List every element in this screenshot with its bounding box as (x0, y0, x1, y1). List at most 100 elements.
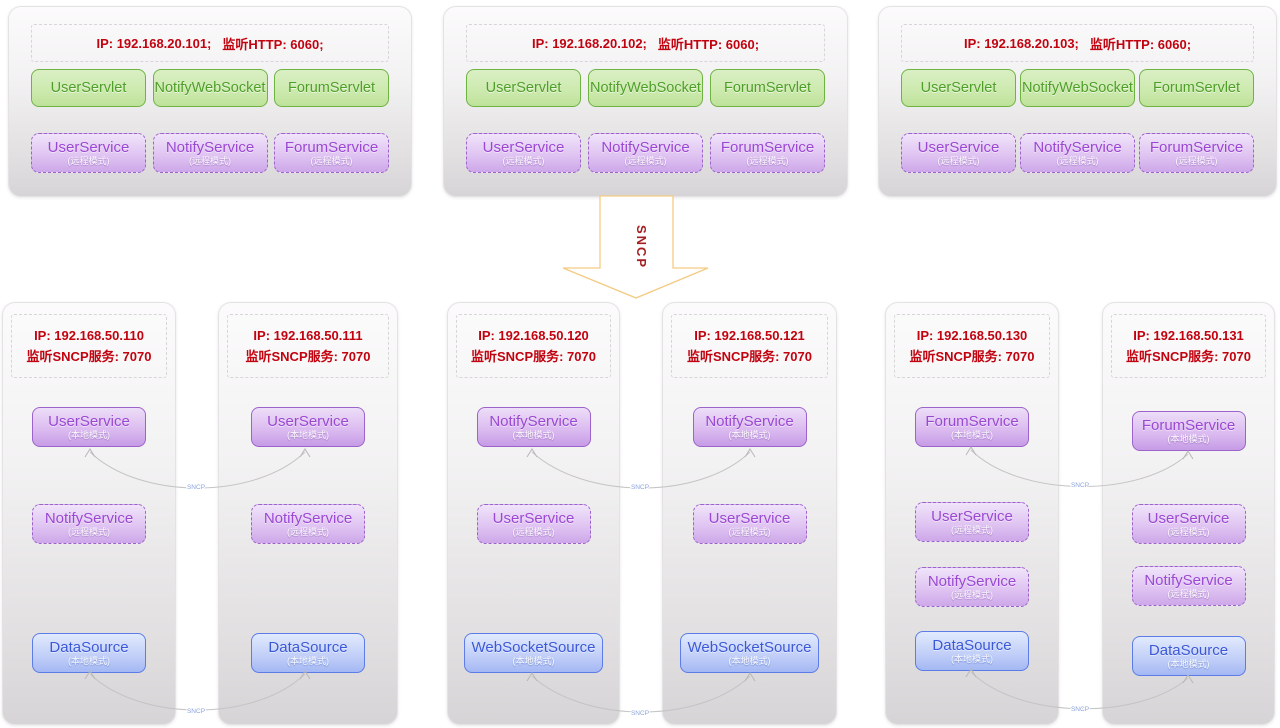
servlet-label: NotifyWebSocket (154, 80, 266, 96)
service-mode: (本地模式) (1167, 434, 1210, 444)
servlet-label: UserServlet (50, 80, 127, 96)
service-name: NotifyService (705, 413, 794, 430)
service-mode: (本地模式) (1167, 659, 1210, 669)
top-server-102: IP: 192.168.20.102; 监听HTTP: 6060; UserSe… (443, 6, 848, 197)
service-mode: (本地模式) (68, 656, 110, 666)
service-name: DataSource (1148, 642, 1229, 659)
service-box: NotifyService (远程模式) (915, 567, 1029, 607)
connection-label: SNCP (1071, 706, 1089, 713)
service-row: UserService (远程模式) NotifyService (远程模式) … (31, 133, 389, 173)
service-row: UserService (远程模式) NotifyService (远程模式) … (466, 133, 825, 173)
service-box: DataSource (本地模式) (32, 633, 146, 673)
service-name: UserService (931, 508, 1013, 525)
servlet-label: ForumServlet (723, 80, 812, 96)
ip-text: IP: 192.168.50.120 (478, 328, 589, 343)
service-name: NotifyService (44, 510, 134, 527)
service-box: UserService (远程模式) (1131, 504, 1246, 544)
servlet-box: NotifyWebSocket (1020, 69, 1135, 107)
service-name: UserService (48, 413, 130, 430)
service-box: NotifyService (远程模式) (32, 504, 146, 544)
listen-text: 监听SNCP服务: 7070 (245, 349, 371, 364)
service-box: NotifyService (远程模式) (152, 133, 268, 173)
bottom-server-130: IP: 192.168.50.130 监听SNCP服务: 7070 ForumS… (885, 302, 1059, 725)
service-name: ForumService (284, 139, 379, 156)
service-box: UserService (远程模式) (31, 133, 146, 173)
connection-label: SNCP (631, 710, 649, 717)
service-box: WebSocketSource (本地模式) (679, 633, 820, 673)
service-box: WebSocketSource (本地模式) (463, 633, 604, 673)
ip-header: IP: 192.168.20.101; 监听HTTP: 6060; (31, 24, 389, 62)
ip-text: IP: 192.168.50.111 (253, 328, 363, 343)
bottom-server-131: IP: 192.168.50.131 监听SNCP服务: 7070 ForumS… (1102, 302, 1275, 725)
service-box: UserService (远程模式) (476, 504, 591, 544)
service-mode: (远程模式) (512, 527, 555, 537)
servlet-box: ForumServlet (1139, 69, 1254, 107)
service-box: UserService (本地模式) (32, 407, 146, 447)
servlet-box: UserServlet (466, 69, 581, 107)
service-name: UserService (267, 413, 349, 430)
listen-text: 监听SNCP服务: 7070 (1126, 349, 1251, 364)
service-box: UserService (远程模式) (915, 502, 1029, 542)
service-box: NotifyService (远程模式) (251, 504, 365, 544)
service-mode: (本地模式) (728, 430, 771, 440)
service-box: ForumService (远程模式) (274, 133, 389, 173)
service-mode: (本地模式) (951, 654, 993, 664)
servlet-row: UserServlet NotifyWebSocket ForumServlet (466, 69, 825, 107)
service-name: UserService (492, 510, 575, 527)
connection-label: SNCP (187, 484, 205, 491)
ip-header: IP: 192.168.50.121 监听SNCP服务: 7070 (671, 314, 828, 378)
service-box: NotifyService (远程模式) (1020, 133, 1135, 173)
service-mode: (远程模式) (310, 156, 353, 166)
service-mode: (远程模式) (287, 527, 329, 537)
service-box: ForumService (远程模式) (1139, 133, 1254, 173)
service-mode: (远程模式) (1175, 156, 1218, 166)
service-name: DataSource (268, 639, 348, 656)
ip-header: IP: 192.168.50.131 监听SNCP服务: 7070 (1111, 314, 1266, 378)
service-name: UserService (1147, 510, 1230, 527)
ip-text: IP: 192.168.20.101; (96, 35, 212, 51)
service-mode: (远程模式) (746, 156, 789, 166)
servlet-box: ForumServlet (274, 69, 389, 107)
service-mode: (远程模式) (951, 525, 993, 535)
ip-header: IP: 192.168.20.102; 监听HTTP: 6060; (466, 24, 825, 62)
ip-text: IP: 192.168.50.121 (694, 328, 805, 343)
servlet-box: NotifyWebSocket (588, 69, 703, 107)
service-name: NotifyService (489, 413, 578, 430)
service-mode: (远程模式) (502, 156, 545, 166)
servlet-row: UserServlet NotifyWebSocket ForumServlet (901, 69, 1254, 107)
service-mode: (远程模式) (1167, 527, 1210, 537)
service-name: ForumService (1149, 139, 1244, 156)
service-name: NotifyService (165, 139, 255, 156)
ip-text: IP: 192.168.50.131 (1133, 328, 1244, 343)
ip-text: IP: 192.168.20.103; (963, 35, 1079, 51)
service-name: WebSocketSource (687, 639, 812, 656)
service-mode: (本地模式) (287, 656, 329, 666)
bottom-server-121: IP: 192.168.50.121 监听SNCP服务: 7070 Notify… (662, 302, 837, 725)
sncp-arrow-label: SNCP (634, 225, 649, 269)
service-name: DataSource (932, 637, 1012, 654)
service-name: NotifyService (601, 139, 690, 156)
service-mode: (本地模式) (512, 430, 555, 440)
listen-text: 监听HTTP: 6060; (222, 36, 324, 52)
service-box: UserService (远程模式) (901, 133, 1016, 173)
bottom-server-120: IP: 192.168.50.120 监听SNCP服务: 7070 Notify… (447, 302, 620, 725)
service-name: UserService (482, 139, 565, 156)
servlet-label: UserServlet (485, 80, 562, 96)
service-name: UserService (708, 510, 791, 527)
connection-label: SNCP (631, 484, 649, 491)
ip-header: IP: 192.168.50.130 监听SNCP服务: 7070 (894, 314, 1050, 378)
listen-text: 监听SNCP服务: 7070 (26, 349, 152, 364)
servlet-label: ForumServlet (1152, 80, 1241, 96)
service-name: ForumService (925, 413, 1019, 430)
service-box: DataSource (本地模式) (1131, 636, 1246, 676)
service-box: NotifyService (远程模式) (588, 133, 703, 173)
bottom-server-111: IP: 192.168.50.111 监听SNCP服务: 7070 UserSe… (218, 302, 398, 725)
service-box: DataSource (本地模式) (915, 631, 1029, 671)
top-server-101: IP: 192.168.20.101; 监听HTTP: 6060; UserSe… (8, 6, 412, 197)
service-mode: (远程模式) (68, 527, 110, 537)
service-name: ForumService (720, 139, 815, 156)
service-name: UserService (47, 139, 130, 156)
ip-text: IP: 192.168.20.102; (531, 35, 647, 51)
service-name: NotifyService (1144, 572, 1233, 589)
